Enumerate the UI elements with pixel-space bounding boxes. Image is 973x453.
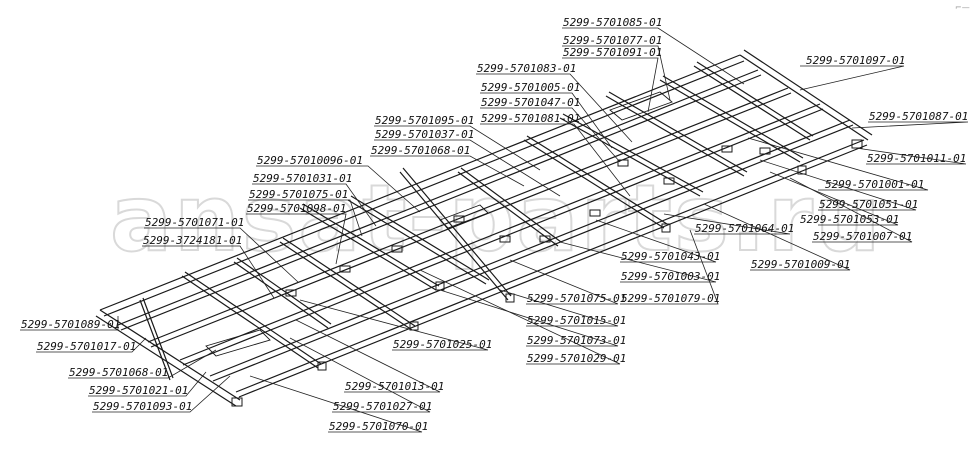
part-label[interactable]: 5299-5701089-01 [21,318,120,331]
end-frames [95,49,873,407]
part-label[interactable]: 5299-5701047-01 [481,96,580,109]
part-label[interactable]: 5299-5701079-01 [621,292,720,305]
cross-members [181,61,814,369]
part-label[interactable]: 5299-5701003-01 [621,270,720,283]
corner-mark: ⌐— [955,3,970,12]
part-label[interactable]: 5299-5701007-01 [813,230,912,243]
part-label[interactable]: 5299-5701015-01 [527,314,626,327]
part-label[interactable]: 5299-3724181-01 [143,234,242,247]
part-label[interactable]: 5299-5701005-01 [481,81,580,94]
part-label[interactable]: 5299-5701027-01 [333,400,432,413]
part-label[interactable]: 5299-5701029-01 [527,352,626,365]
part-label[interactable]: 5299-5701068-01 [371,144,470,157]
part-label[interactable]: 5299-5701064-01 [695,222,794,235]
leader-lines [20,27,969,433]
part-labels: 5299-5701085-01 5299-5701077-01 5299-570… [21,16,968,433]
part-label[interactable]: 5299-5701070-01 [329,420,428,433]
part-label[interactable]: 5299-5701098-01 [247,202,346,215]
part-label[interactable]: 5299-5701073-01 [527,334,626,347]
part-label[interactable]: 5299-57010096-01 [257,154,363,167]
part-label[interactable]: 5299-5701083-01 [477,62,576,75]
floor-frame [95,49,873,407]
part-label[interactable]: 5299-5701025-01 [393,338,492,351]
part-label[interactable]: 5299-5701009-01 [751,258,850,271]
part-label[interactable]: 5299-5701021-01 [89,384,188,397]
part-label[interactable]: 5299-5701093-01 [93,400,192,413]
floor-panels [205,91,673,357]
part-label[interactable]: 5299-5701011-01 [867,152,966,165]
part-label[interactable]: 5299-5701068-01 [69,366,168,379]
part-label[interactable]: 5299-5701087-01 [869,110,968,123]
part-label[interactable]: 5299-5701075-01 [249,188,348,201]
part-label[interactable]: 5299-5701095-01 [375,114,474,127]
part-label[interactable]: 5299-5701085-01 [563,16,662,29]
part-label[interactable]: 5299-5701053-01 [800,213,899,226]
part-label[interactable]: 5299-5701075-01 [527,292,626,305]
part-label[interactable]: 5299-5701071-01 [145,216,244,229]
part-label[interactable]: 5299-5701013-01 [345,380,444,393]
part-label[interactable]: 5299-5701017-01 [37,340,136,353]
part-label[interactable]: 5299-5701081-01 [481,112,580,125]
part-label[interactable]: 5299-5701001-01 [825,178,924,191]
part-label[interactable]: 5299-5701043-01 [621,250,720,263]
part-label[interactable]: 5299-5701097-01 [806,54,905,67]
longitudinal-rails [99,54,868,398]
brackets [231,139,863,407]
part-label[interactable]: 5299-5701031-01 [253,172,352,185]
part-label[interactable]: 5299-5701037-01 [375,128,474,141]
part-label[interactable]: 5299-5701077-01 [563,34,662,47]
part-label[interactable]: 5299-5701051-01 [819,198,918,211]
part-label[interactable]: 5299-5701091-01 [563,46,662,59]
